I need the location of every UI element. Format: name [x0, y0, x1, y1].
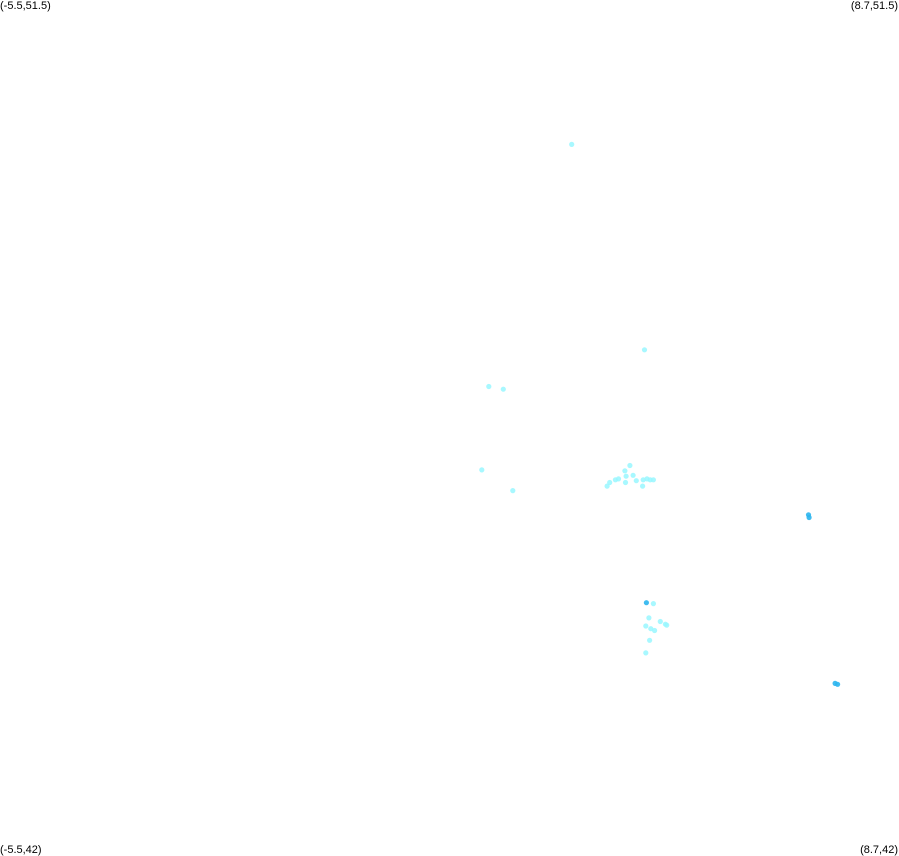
map-point-dark — [806, 514, 812, 521]
map-point — [650, 477, 657, 483]
map-point — [500, 386, 506, 392]
map-point-dark — [835, 681, 841, 687]
map-point — [640, 483, 646, 489]
map-point — [510, 488, 516, 494]
map-point — [657, 618, 663, 625]
map-point — [643, 623, 649, 629]
map-point — [650, 601, 657, 607]
map-point — [486, 383, 492, 390]
map-point — [607, 479, 613, 486]
map-point — [622, 468, 628, 474]
map-point — [479, 467, 485, 473]
map-point — [630, 472, 636, 478]
corner-label-top-left: (-5.5,51.5) — [0, 0, 51, 12]
map-point — [647, 637, 653, 643]
map-point — [643, 650, 649, 656]
map-point — [569, 141, 575, 147]
map-point — [622, 479, 629, 486]
map-point-dark — [643, 600, 650, 606]
map-point — [633, 478, 639, 484]
map-point — [623, 473, 629, 479]
map-point — [664, 622, 670, 628]
map-point — [627, 462, 633, 469]
map-point — [604, 483, 610, 489]
map-point — [640, 477, 646, 483]
map-point — [652, 627, 658, 634]
map-point — [646, 615, 652, 621]
map-point — [641, 347, 648, 353]
corner-label-top-right: (8.7,51.5) — [850, 0, 898, 12]
map-point — [615, 476, 622, 482]
